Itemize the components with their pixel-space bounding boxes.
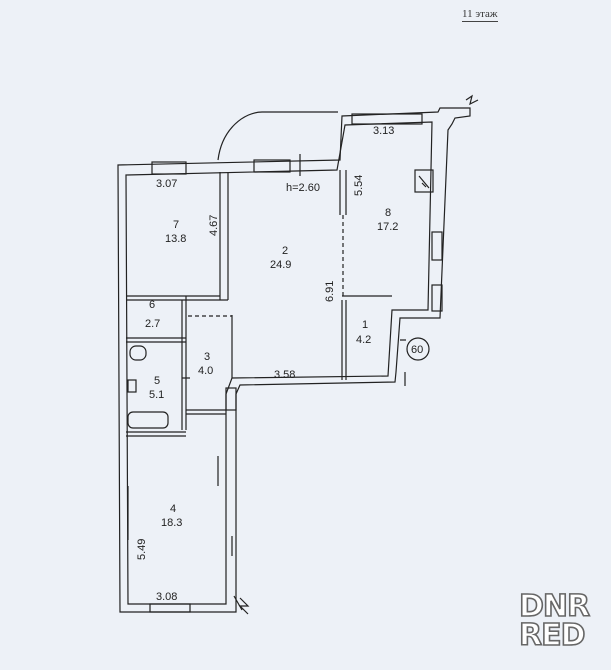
dim-room4-depth: 5.49	[136, 539, 148, 560]
watermark-line1: DNR	[518, 589, 591, 624]
window-4	[149, 603, 191, 613]
window-7	[151, 161, 187, 175]
radiator-8a	[431, 231, 443, 261]
room7-number: 7	[173, 219, 179, 231]
dim-room4-width: 3.08	[156, 591, 177, 603]
apartment-number: 60	[411, 344, 423, 356]
wall-6-5	[126, 337, 186, 343]
ceiling-height: h=2.60	[286, 182, 320, 194]
sink	[127, 379, 137, 393]
door-ticks	[127, 154, 406, 611]
break-mark-bottom	[238, 597, 250, 615]
wall-5-4	[126, 431, 186, 437]
room5-number: 5	[154, 375, 160, 387]
break-mark-top	[465, 94, 479, 106]
watermark-line2: RED	[518, 618, 586, 653]
wall-2-8	[339, 170, 347, 215]
room5-area: 5.1	[149, 389, 164, 401]
shaft	[225, 387, 237, 411]
room6-number: 6	[149, 299, 155, 311]
room8-number: 8	[385, 207, 391, 219]
dim-corridor-width: 3.58	[274, 369, 295, 381]
wall-6-3	[181, 296, 187, 430]
dimension-labels: 3.07 4.67 h=2.60 3.13 5.54 6.91 3.58 5.4…	[136, 125, 423, 603]
room3-number: 3	[204, 351, 210, 363]
walls	[117, 94, 479, 615]
watermark-logo: DNR RED	[518, 589, 603, 653]
room3-area: 4.0	[198, 365, 213, 377]
radiator-8b	[431, 284, 443, 312]
room1-number: 1	[362, 319, 368, 331]
room6-area: 2.7	[145, 318, 160, 330]
apartment-circle	[406, 337, 430, 361]
dim-room8-width: 3.13	[373, 125, 394, 137]
dim-room7-width: 3.07	[156, 178, 177, 190]
wall-7-6	[126, 295, 228, 301]
window-8	[351, 113, 423, 125]
room4-number: 4	[170, 503, 176, 515]
room-labels: 7 13.8 2 24.9 8 17.2 6 2.7 1 4.2 3 4.0 5…	[145, 207, 398, 529]
dim-room8-depth: 5.54	[353, 175, 365, 196]
wall-2-1	[341, 295, 392, 380]
wall-3-4	[186, 409, 226, 415]
balcony-arc	[217, 111, 338, 161]
room2-number: 2	[282, 245, 288, 257]
bathtub	[127, 411, 169, 429]
stove	[414, 169, 434, 193]
floor-label: 11 этаж	[462, 8, 498, 22]
window-2	[253, 159, 291, 173]
room1-area: 4.2	[356, 334, 371, 346]
dim-room2-depth: 6.91	[324, 281, 336, 302]
room2-area: 24.9	[270, 259, 291, 271]
room8-area: 17.2	[377, 221, 398, 233]
room7-area: 13.8	[165, 233, 186, 245]
outer-wall-inner	[125, 121, 433, 605]
wall-7-2	[219, 172, 229, 300]
toilet	[129, 345, 147, 361]
stove-mark	[418, 175, 430, 189]
room4-area: 18.3	[161, 517, 182, 529]
dim-room7-depth: 4.67	[208, 215, 220, 236]
